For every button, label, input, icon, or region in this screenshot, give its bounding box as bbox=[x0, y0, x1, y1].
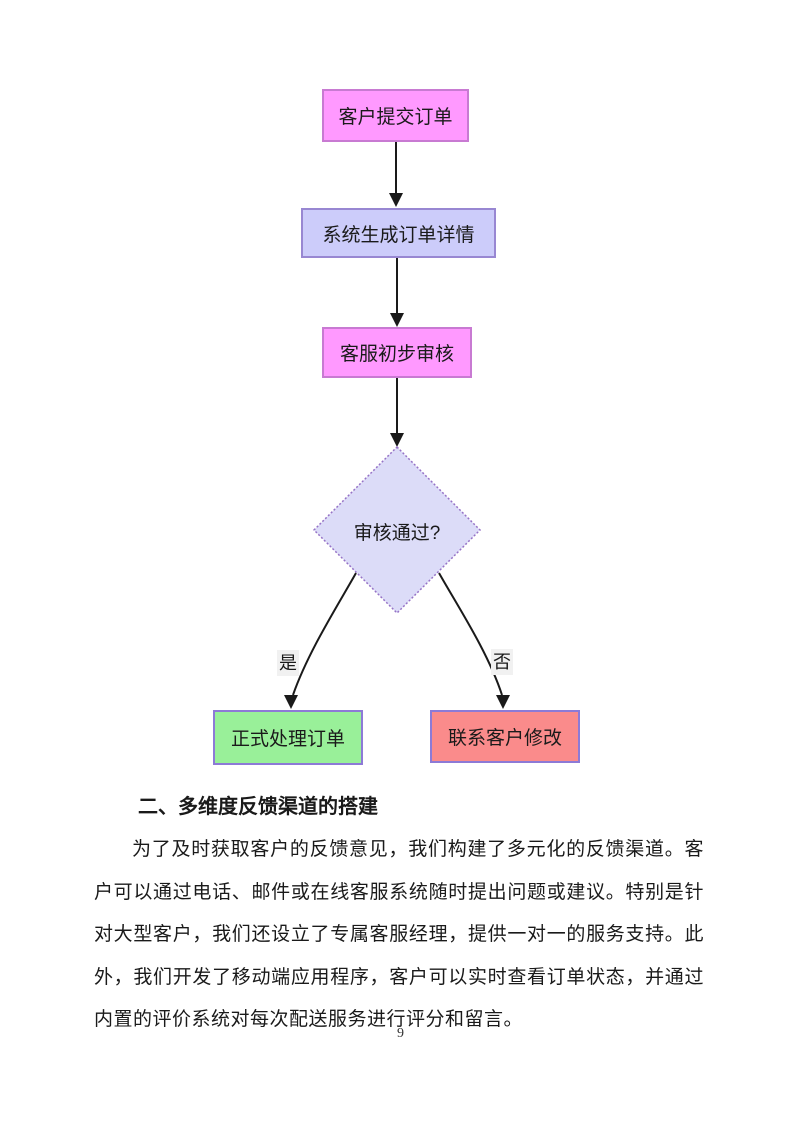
branch-label-no: 否 bbox=[491, 649, 513, 675]
node-contact-customer-modify: 联系客户修改 bbox=[430, 710, 580, 763]
node-review-decision-label: 审核通过? bbox=[353, 523, 441, 544]
body-paragraph: 为了及时获取客户的反馈意见，我们构建了多元化的反馈渠道。客户可以通过电话、邮件或… bbox=[94, 839, 704, 1030]
branch-label-yes: 是 bbox=[277, 650, 299, 676]
node-label: 客服初步审核 bbox=[339, 344, 454, 365]
node-label: 客户提交订单 bbox=[338, 107, 453, 128]
page-number: 9 bbox=[397, 1026, 404, 1041]
node-cs-initial-review: 客服初步审核 bbox=[322, 327, 472, 378]
arrowhead-decision bbox=[390, 433, 404, 447]
arrowhead-review bbox=[390, 313, 404, 327]
node-label: 联系客户修改 bbox=[447, 728, 562, 749]
arrowhead-contact bbox=[496, 695, 510, 709]
node-process-order: 正式处理订单 bbox=[213, 710, 363, 765]
node-label: 正式处理订单 bbox=[230, 729, 345, 750]
arrowhead-process bbox=[284, 695, 298, 709]
arrowhead-generate bbox=[389, 193, 403, 207]
section-heading: 二、多维度反馈渠道的搭建 bbox=[138, 796, 378, 818]
text-section: 二、多维度反馈渠道的搭建 为了及时获取客户的反馈意见，我们构建了多元化的反馈渠道… bbox=[94, 785, 704, 1042]
connector-no-branch bbox=[438, 572, 503, 696]
node-system-generate-details: 系统生成订单详情 bbox=[301, 208, 496, 258]
node-label: 系统生成订单详情 bbox=[322, 224, 475, 246]
flowchart-canvas bbox=[284, 142, 510, 709]
connector-yes-branch bbox=[292, 572, 357, 696]
decision-diamond-shape bbox=[312, 445, 482, 615]
node-customer-submit-order: 客户提交订单 bbox=[322, 89, 469, 142]
